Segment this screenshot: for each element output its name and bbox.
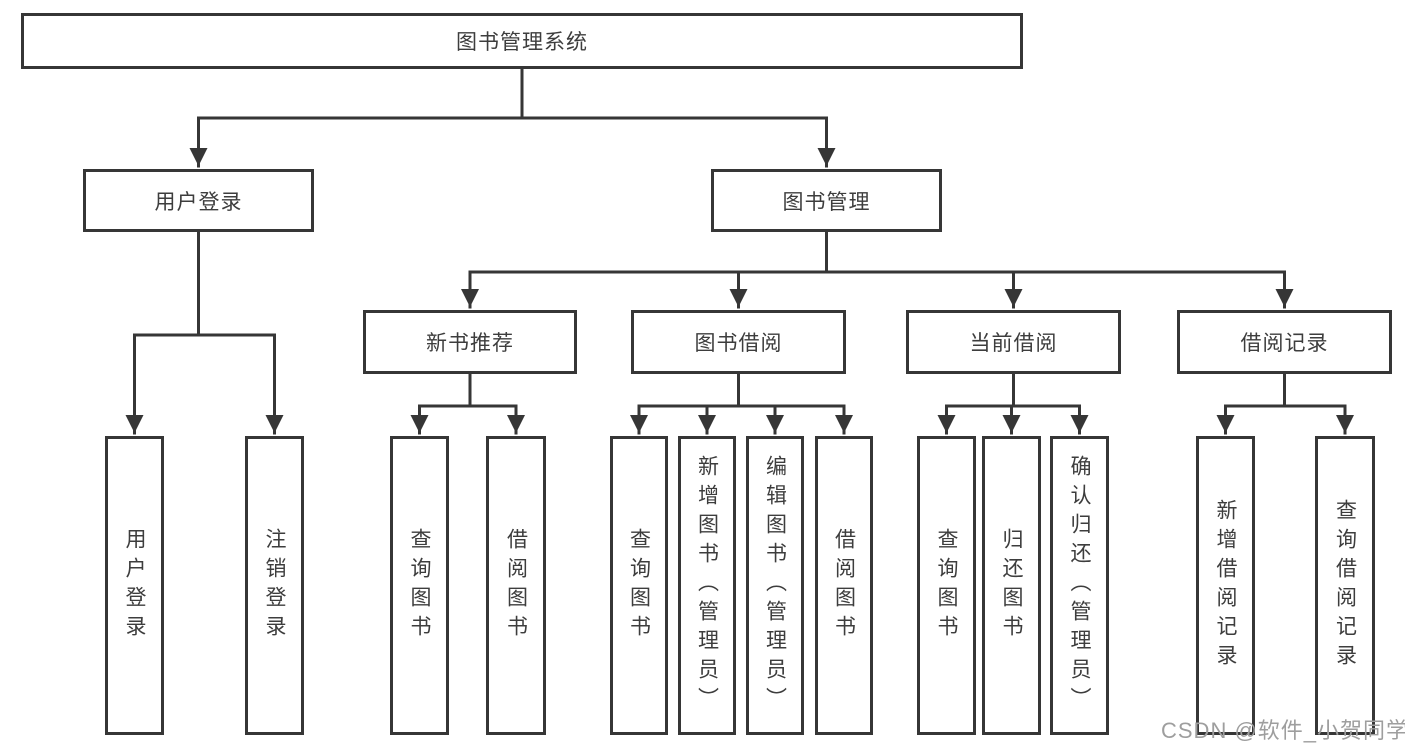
- leaf-user-login: 用户登录: [105, 436, 164, 735]
- leaf-return-books-label: 归还图书: [1000, 527, 1024, 644]
- leaf-logout: 注销登录: [245, 436, 304, 735]
- leaf-return-books: 归还图书: [982, 436, 1041, 735]
- leaf-query-borrow-record-label: 查询借阅记录: [1333, 498, 1357, 673]
- leaf-query-books-3-label: 查询图书: [935, 527, 959, 644]
- leaf-query-books-3: 查询图书: [917, 436, 976, 735]
- leaf-add-books-admin-label: 新增图书（管理员）: [695, 455, 719, 716]
- node-user-login: 用户登录: [83, 169, 314, 232]
- leaf-borrow-books-2: 借阅图书: [815, 436, 873, 735]
- leaf-query-books-2-label: 查询图书: [627, 527, 651, 644]
- node-current-borrowing-label: 当前借阅: [969, 332, 1058, 355]
- leaf-confirm-return-admin: 确认归还（管理员）: [1050, 436, 1109, 735]
- leaf-edit-books-admin: 编辑图书（管理员）: [746, 436, 804, 735]
- leaf-add-borrow-record-label: 新增借阅记录: [1214, 498, 1238, 673]
- node-borrowing-records: 借阅记录: [1177, 310, 1392, 374]
- node-root: 图书管理系统: [21, 13, 1023, 69]
- node-book-borrowing: 图书借阅: [631, 310, 846, 374]
- csdn-watermark: CSDN @软件_小贺同学: [1161, 718, 1405, 743]
- node-book-borrowing-label: 图书借阅: [694, 332, 783, 355]
- leaf-add-borrow-record: 新增借阅记录: [1196, 436, 1255, 735]
- node-root-label: 图书管理系统: [456, 31, 588, 54]
- leaf-user-login-label: 用户登录: [123, 527, 147, 644]
- leaf-query-books-2: 查询图书: [610, 436, 668, 735]
- node-new-book-recommend-label: 新书推荐: [426, 332, 514, 355]
- node-user-login-label: 用户登录: [154, 190, 243, 214]
- leaf-logout-label: 注销登录: [263, 527, 287, 644]
- node-new-book-recommend: 新书推荐: [363, 310, 577, 374]
- node-book-management-label: 图书管理: [782, 190, 871, 214]
- node-book-management: 图书管理: [711, 169, 942, 232]
- leaf-query-books-1: 查询图书: [390, 436, 449, 735]
- leaf-query-borrow-record: 查询借阅记录: [1315, 436, 1375, 735]
- leaf-edit-books-admin-label: 编辑图书（管理员）: [763, 455, 787, 716]
- leaf-add-books-admin: 新增图书（管理员）: [678, 436, 736, 735]
- node-borrowing-records-label: 借阅记录: [1240, 332, 1329, 355]
- leaf-borrow-books-2-label: 借阅图书: [832, 527, 856, 644]
- leaf-borrow-books-1-label: 借阅图书: [504, 527, 528, 644]
- node-current-borrowing: 当前借阅: [906, 310, 1121, 374]
- leaf-confirm-return-admin-label: 确认归还（管理员）: [1068, 455, 1092, 716]
- leaf-borrow-books-1: 借阅图书: [486, 436, 546, 735]
- leaf-query-books-1-label: 查询图书: [408, 527, 432, 644]
